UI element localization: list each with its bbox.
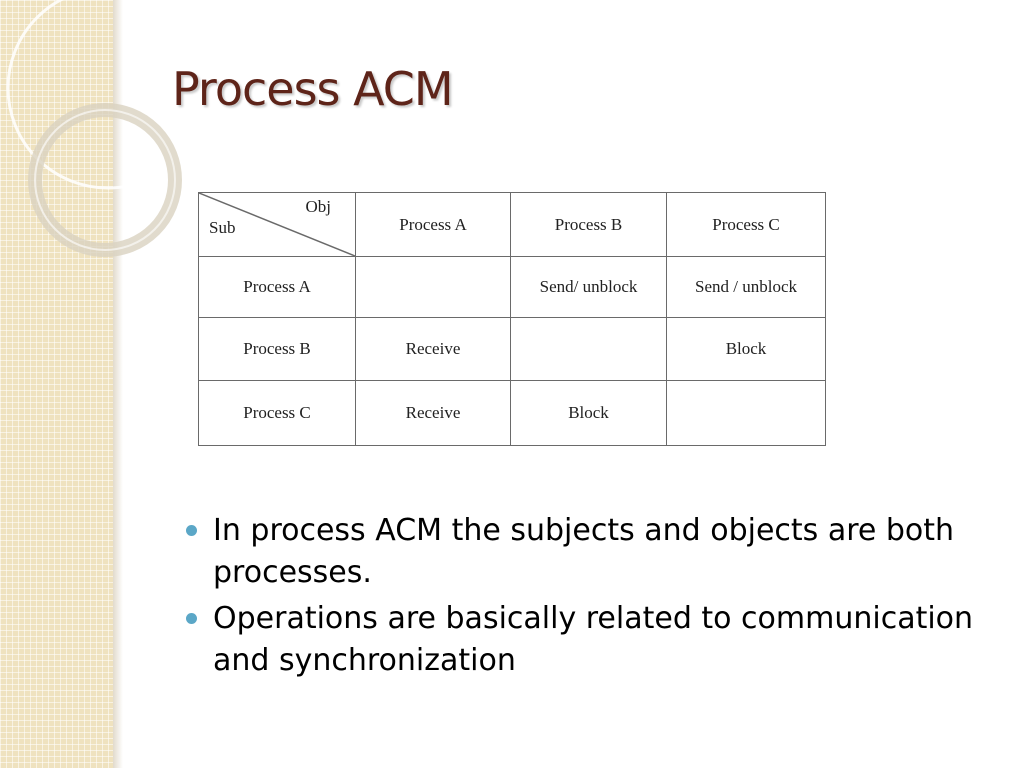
corner-subject-label: Sub xyxy=(209,218,236,237)
table-row: Process A Send/ unblock Send / unblock xyxy=(198,256,826,318)
corner-object-label: Obj xyxy=(305,197,332,216)
slide-title: Process ACM xyxy=(172,62,454,116)
table-cell: Receive xyxy=(355,317,511,381)
row-header: Process A xyxy=(198,256,356,318)
table-cell xyxy=(510,317,667,381)
column-header: Process C xyxy=(666,192,826,257)
bullet-dot-icon xyxy=(186,525,197,536)
table-cell: Block xyxy=(510,380,667,446)
side-band-shadow xyxy=(113,0,123,768)
table-cell: Send / unblock xyxy=(666,256,826,318)
bullet-dot-icon xyxy=(186,613,197,624)
acm-table: Obj Sub Process A Process B Process C Pr… xyxy=(198,192,826,446)
table-cell: Send/ unblock xyxy=(510,256,667,318)
table-row: Process B Receive Block xyxy=(198,317,826,381)
table-cell xyxy=(666,380,826,446)
corner-cell: Obj Sub xyxy=(198,192,356,257)
table-row: Process C Receive Block xyxy=(198,380,826,446)
bullet-text: In process ACM the subjects and objects … xyxy=(213,513,955,590)
table-cell: Block xyxy=(666,317,826,381)
bullet-list: In process ACM the subjects and objects … xyxy=(183,510,1003,686)
row-header: Process C xyxy=(198,380,356,446)
table-cell xyxy=(355,256,511,318)
row-header: Process B xyxy=(198,317,356,381)
bullet-text: Operations are basically related to comm… xyxy=(213,601,974,678)
bullet-item: Operations are basically related to comm… xyxy=(183,598,1003,682)
table-header-row: Obj Sub Process A Process B Process C xyxy=(198,192,826,257)
table-cell: Receive xyxy=(355,380,511,446)
column-header: Process A xyxy=(355,192,511,257)
column-header: Process B xyxy=(510,192,667,257)
corner-diagonal-line xyxy=(199,193,355,256)
bullet-item: In process ACM the subjects and objects … xyxy=(183,510,1003,594)
decorative-circles xyxy=(6,0,200,257)
